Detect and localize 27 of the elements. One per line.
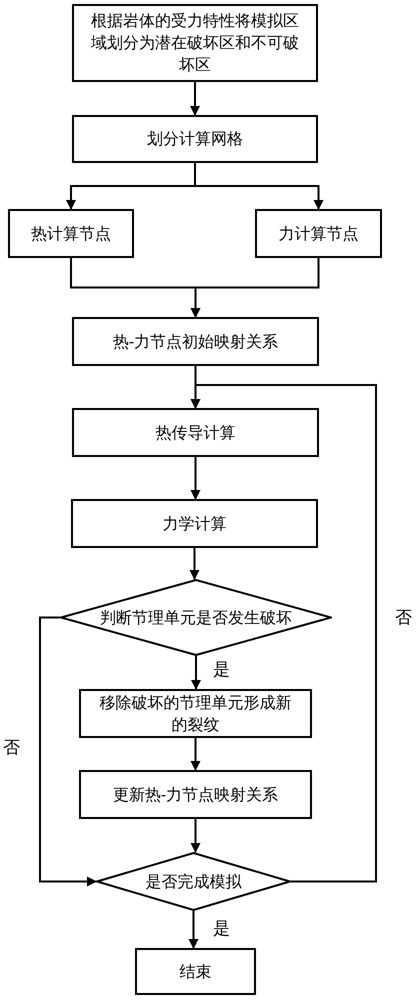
process-box: 划分计算网格 [72,115,318,163]
edge-label: 否 [394,608,413,628]
process-box: 更新热-力节点映射关系 [79,770,312,819]
decision-diamond: 是否完成模拟 [96,852,291,911]
arrow [190,548,200,580]
process-box: 热-力节点初始映射关系 [72,317,319,366]
arrow [190,819,200,853]
edge-label: 否 [2,738,21,758]
process-box: 力学计算 [71,499,318,548]
process-box: 结束 [135,948,256,995]
arrow [190,457,200,500]
edge-label: 是 [212,919,231,939]
process-box: 移除破坏的节理单元形成新的裂纹 [79,689,312,738]
arrow [190,384,377,882]
arrow [190,82,200,116]
arrow [190,258,320,318]
arrow [194,163,324,210]
process-box: 根据岩体的受力特性将模拟区域划分为潜在破坏区和不可破坏区 [72,4,318,82]
process-box: 热传导计算 [72,408,319,457]
arrow [190,738,200,771]
process-box: 热计算节点 [8,209,134,258]
arrow [191,656,201,690]
arrow [39,616,97,886]
process-box: 力计算节点 [255,209,382,258]
decision-diamond: 判断节理单元是否发生破坏 [60,579,332,656]
edge-label: 是 [212,660,231,680]
arrow [188,911,198,949]
